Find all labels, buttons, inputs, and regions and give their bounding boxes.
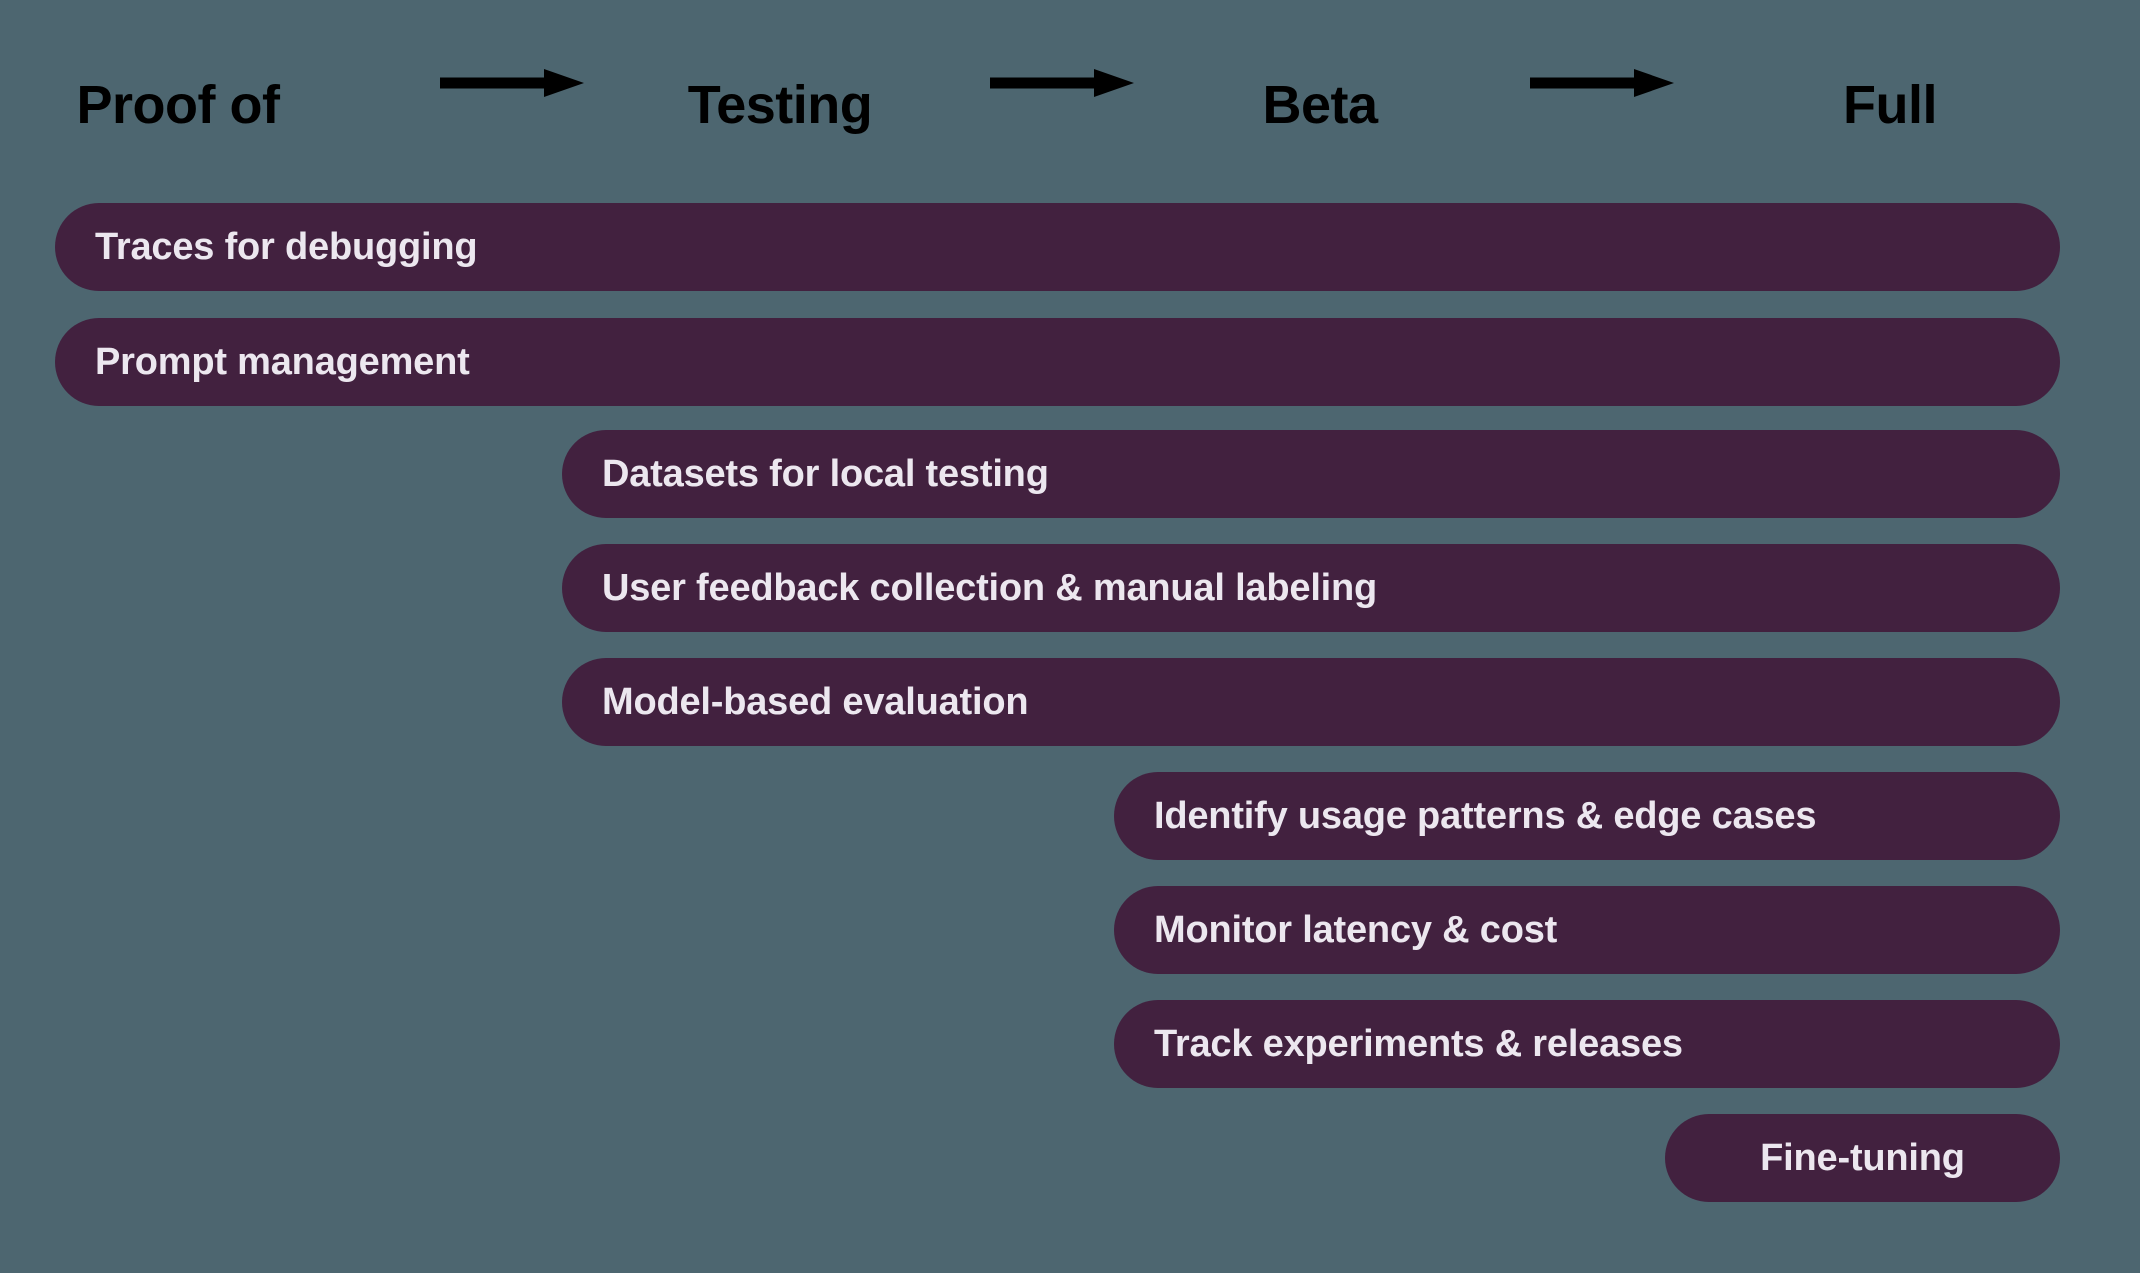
arrow-right-icon <box>1530 68 1674 98</box>
stage-line-1: Full <box>1843 75 1937 136</box>
bar-label: Traces for debugging <box>95 226 478 268</box>
bar-label: User feedback collection & manual labeli… <box>602 567 1378 609</box>
bar-datasets-for-local-testing[interactable]: Datasets for local testing <box>562 430 2060 518</box>
bar-track-experiments-and-releases[interactable]: Track experiments & releases <box>1114 1000 2060 1088</box>
bar-user-feedback-collection[interactable]: User feedback collection & manual labeli… <box>562 544 2060 632</box>
bar-label: Datasets for local testing <box>602 453 1049 495</box>
bar-label: Monitor latency & cost <box>1154 909 1558 951</box>
arrow-right-icon <box>440 68 584 98</box>
stage-header: Proof of concept Testing & staging Beta … <box>0 0 2140 257</box>
bar-label: Model-based evaluation <box>602 681 1029 723</box>
stage-line-1: Beta <box>1262 75 1378 136</box>
stage-line-1: Testing <box>687 75 873 136</box>
bar-label: Track experiments & releases <box>1154 1023 1683 1065</box>
bar-label: Identify usage patterns & edge cases <box>1154 795 1817 837</box>
bar-label: Fine-tuning <box>1760 1137 1965 1179</box>
bar-monitor-latency-and-cost[interactable]: Monitor latency & cost <box>1114 886 2060 974</box>
bar-fine-tuning[interactable]: Fine-tuning <box>1665 1114 2060 1202</box>
bar-label: Prompt management <box>95 341 470 383</box>
stage-line-1: Proof of <box>76 75 280 136</box>
bar-identify-usage-patterns[interactable]: Identify usage patterns & edge cases <box>1114 772 2060 860</box>
bar-traces-for-debugging[interactable]: Traces for debugging <box>55 203 2060 291</box>
arrow-right-icon <box>990 68 1134 98</box>
bar-prompt-management[interactable]: Prompt management <box>55 318 2060 406</box>
bar-model-based-evaluation[interactable]: Model-based evaluation <box>562 658 2060 746</box>
